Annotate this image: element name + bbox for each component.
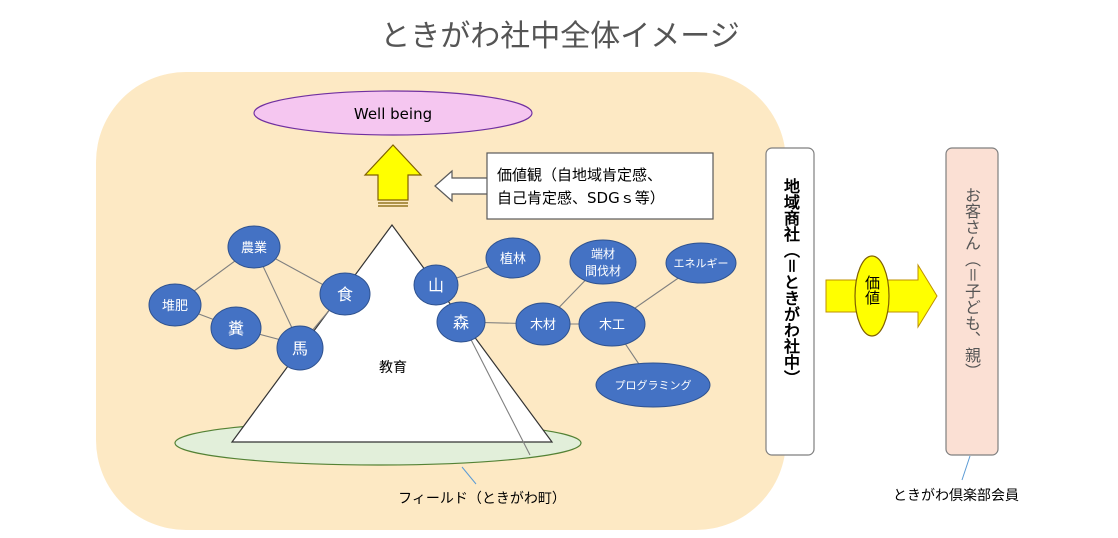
node-energy: エネルギー [665,242,737,284]
values-callout-box [486,152,714,220]
node-shoku-label: 食 [337,285,353,304]
node-hazai-label-line2: 間伐材 [585,264,621,278]
node-hazai-label-line1: 端材 [591,247,615,261]
education-label: 教育 [379,360,407,376]
well-being-ellipse [253,90,533,136]
values-callout-line1: 価値観（自地域肯定感、 [497,166,662,184]
node-shoku: 食 [319,272,371,316]
node-taihi: 堆肥 [148,283,202,327]
values-callout-line2: 自己肯定感、SDGｓ等） [497,189,665,207]
callout-joint [488,179,498,193]
node-shokurin-label: 植林 [500,252,526,267]
up-arrow-icon [363,144,423,201]
node-fun: 糞 [210,306,262,350]
diagram-title: ときがわ社中全体イメージ [380,19,739,54]
node-energy-label: エネルギー [674,257,729,270]
well-being-label: Well being [354,105,432,123]
club-member-label: ときがわ倶楽部会員 [893,488,1019,504]
node-mokuzai: 木材 [515,302,571,346]
node-yama-label: 山 [428,276,444,295]
node-taihi-label: 堆肥 [162,299,188,314]
club-member-connector [961,455,971,481]
field-label: フィールド（ときがわ町） [398,491,566,507]
value-label: 価値 [863,275,881,305]
field-label-connector [461,466,477,485]
node-shokurin: 植林 [485,237,541,279]
node-nougyou-label: 農業 [241,240,267,256]
node-mokuzai-label: 木材 [530,318,556,333]
customer-label: お客さん（＝子ども、親） [962,187,981,379]
node-programming: プログラミング [595,362,711,408]
node-programming-label: プログラミング [615,378,692,392]
node-mori-label: 森 [453,313,469,332]
node-hazai: 端材 間伐材 [569,239,637,285]
node-mori: 森 [436,301,486,343]
node-mokkou-label: 木工 [599,318,625,333]
node-nougyou: 農業 [227,225,281,269]
chiiki-shosha-box [765,147,815,456]
node-yama: 山 [413,264,459,306]
customer-box [945,147,999,456]
node-mokkou: 木工 [578,301,646,347]
value-ellipse [854,255,890,337]
node-fun-label: 糞 [228,319,244,338]
chiiki-shosha-label: 地域商社（＝ときがわ社中） [781,178,800,386]
node-uma-label: 馬 [292,339,308,358]
node-uma: 馬 [276,325,324,371]
